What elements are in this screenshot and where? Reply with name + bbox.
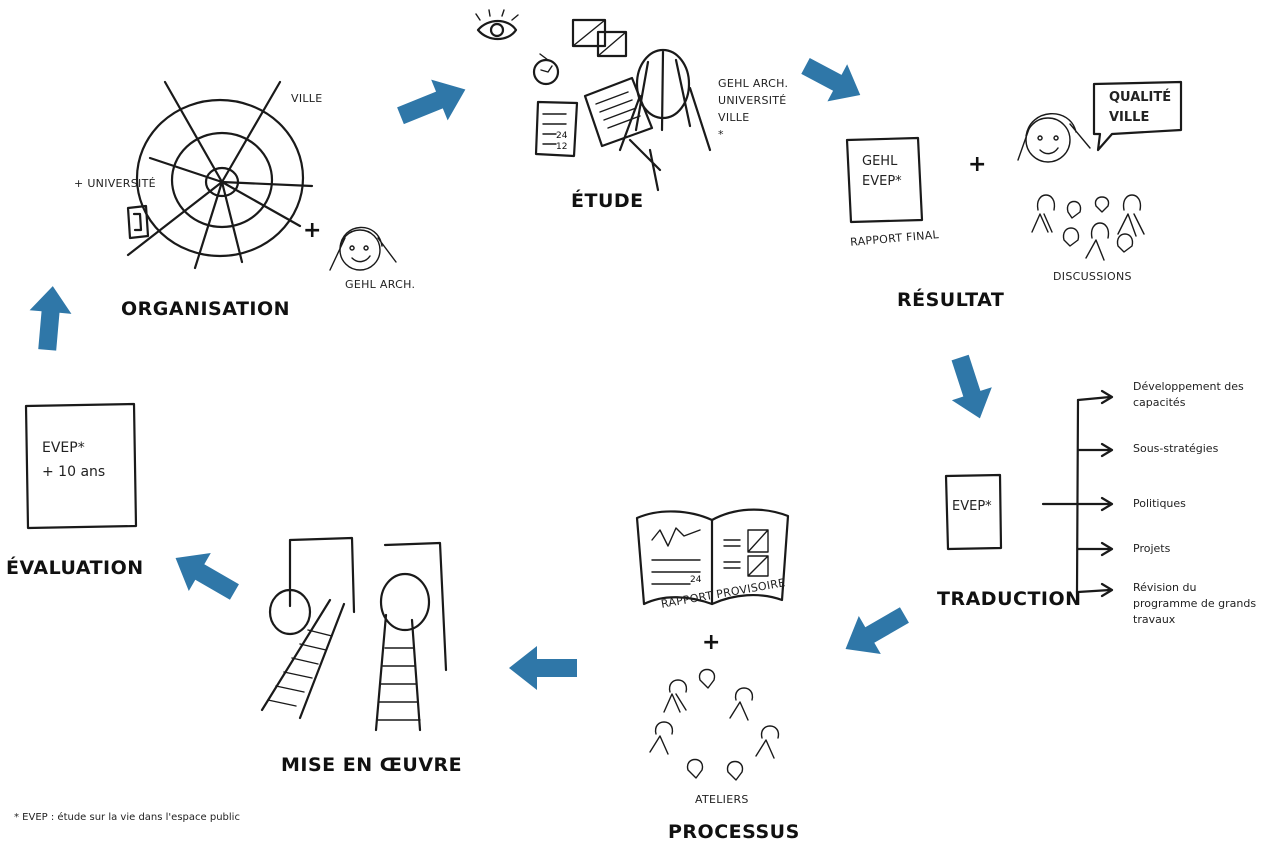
resultat-discussions-label: DISCUSSIONS	[1053, 270, 1132, 283]
etude-partners: GEHL ARCH. UNIVERSITÉ VILLE *	[718, 75, 788, 143]
arrow-organisation-to-etude	[397, 79, 466, 125]
arrow-mise-en-oeuvre-to-evaluation	[175, 552, 239, 600]
resultat-speech-line-1: QUALITÉ	[1109, 90, 1172, 105]
traduction-branch-revision: Révision du programme de grands travaux	[1133, 581, 1257, 626]
traduction-branch-projets: Projets	[1133, 542, 1171, 555]
resultat-speech-line-2: VILLE	[1109, 110, 1150, 125]
arrow-traduction-to-processus	[845, 607, 909, 655]
traduction-branch-sous-strategies: Sous-stratégies	[1133, 442, 1219, 455]
evaluation-box-line-2: + 10 ans	[42, 464, 106, 480]
cycle-arrows	[29, 57, 992, 690]
traduction-box-label: EVEP*	[952, 499, 992, 514]
stage-traduction: TRADUCTION	[937, 588, 1082, 610]
evaluation-box: EVEP* + 10 ans	[42, 436, 105, 484]
resultat-report: GEHL EVEP*	[862, 152, 902, 192]
stage-organisation: ORGANISATION	[121, 298, 291, 320]
etude-sketch	[475, 9, 712, 192]
processus-ateliers-label: ATELIERS	[695, 793, 749, 806]
traduction-branch-politiques: Politiques	[1133, 497, 1186, 510]
etude-partner-gehl: GEHL ARCH.	[718, 77, 789, 90]
mise-en-oeuvre-sketch	[260, 536, 448, 732]
arrow-etude-to-resultat	[801, 57, 861, 102]
organisation-ville-label: VILLE	[291, 92, 323, 105]
resultat-report-line-2: EVEP*	[862, 174, 902, 189]
arrow-processus-to-mise-en-oeuvre	[509, 646, 577, 690]
etude-calendar-number-1: 24	[556, 131, 568, 141]
traduction-branch-capacites: Développement des capacités	[1133, 380, 1244, 409]
traduction-sketch	[944, 389, 1114, 598]
resultat-report-line-1: GEHL	[862, 154, 898, 169]
footnote: * EVEP : étude sur la vie dans l'espace …	[14, 812, 240, 823]
evaluation-box-line-1: EVEP*	[42, 440, 85, 456]
resultat-plus: +	[968, 152, 987, 177]
evaluation-sketch	[24, 402, 138, 530]
organisation-universite-label: + UNIVERSITÉ	[74, 177, 156, 190]
etude-asterisk: *	[718, 128, 724, 141]
stage-resultat: RÉSULTAT	[897, 289, 1005, 311]
arrow-evaluation-to-organisation	[29, 286, 72, 351]
processus-plus: +	[702, 630, 721, 655]
organisation-gehl-label: GEHL ARCH.	[345, 278, 416, 291]
etude-calendar-number-2: 12	[556, 142, 568, 152]
processus-sketch	[635, 508, 790, 781]
resultat-sketch	[845, 80, 1183, 261]
stage-evaluation: ÉVALUATION	[6, 557, 144, 579]
organisation-sketch	[126, 80, 397, 271]
stage-mise-en-oeuvre: MISE EN ŒUVRE	[281, 754, 463, 776]
processus-book-number: 24	[690, 575, 702, 585]
organisation-plus: +	[303, 218, 322, 243]
stage-etude: ÉTUDE	[571, 190, 644, 212]
resultat-speech-bubble: QUALITÉ VILLE	[1109, 88, 1171, 128]
etude-partner-universite: UNIVERSITÉ	[718, 94, 787, 107]
stage-processus: PROCESSUS	[668, 821, 800, 843]
arrow-resultat-to-traduction	[951, 354, 992, 419]
etude-partner-ville: VILLE	[718, 111, 750, 124]
